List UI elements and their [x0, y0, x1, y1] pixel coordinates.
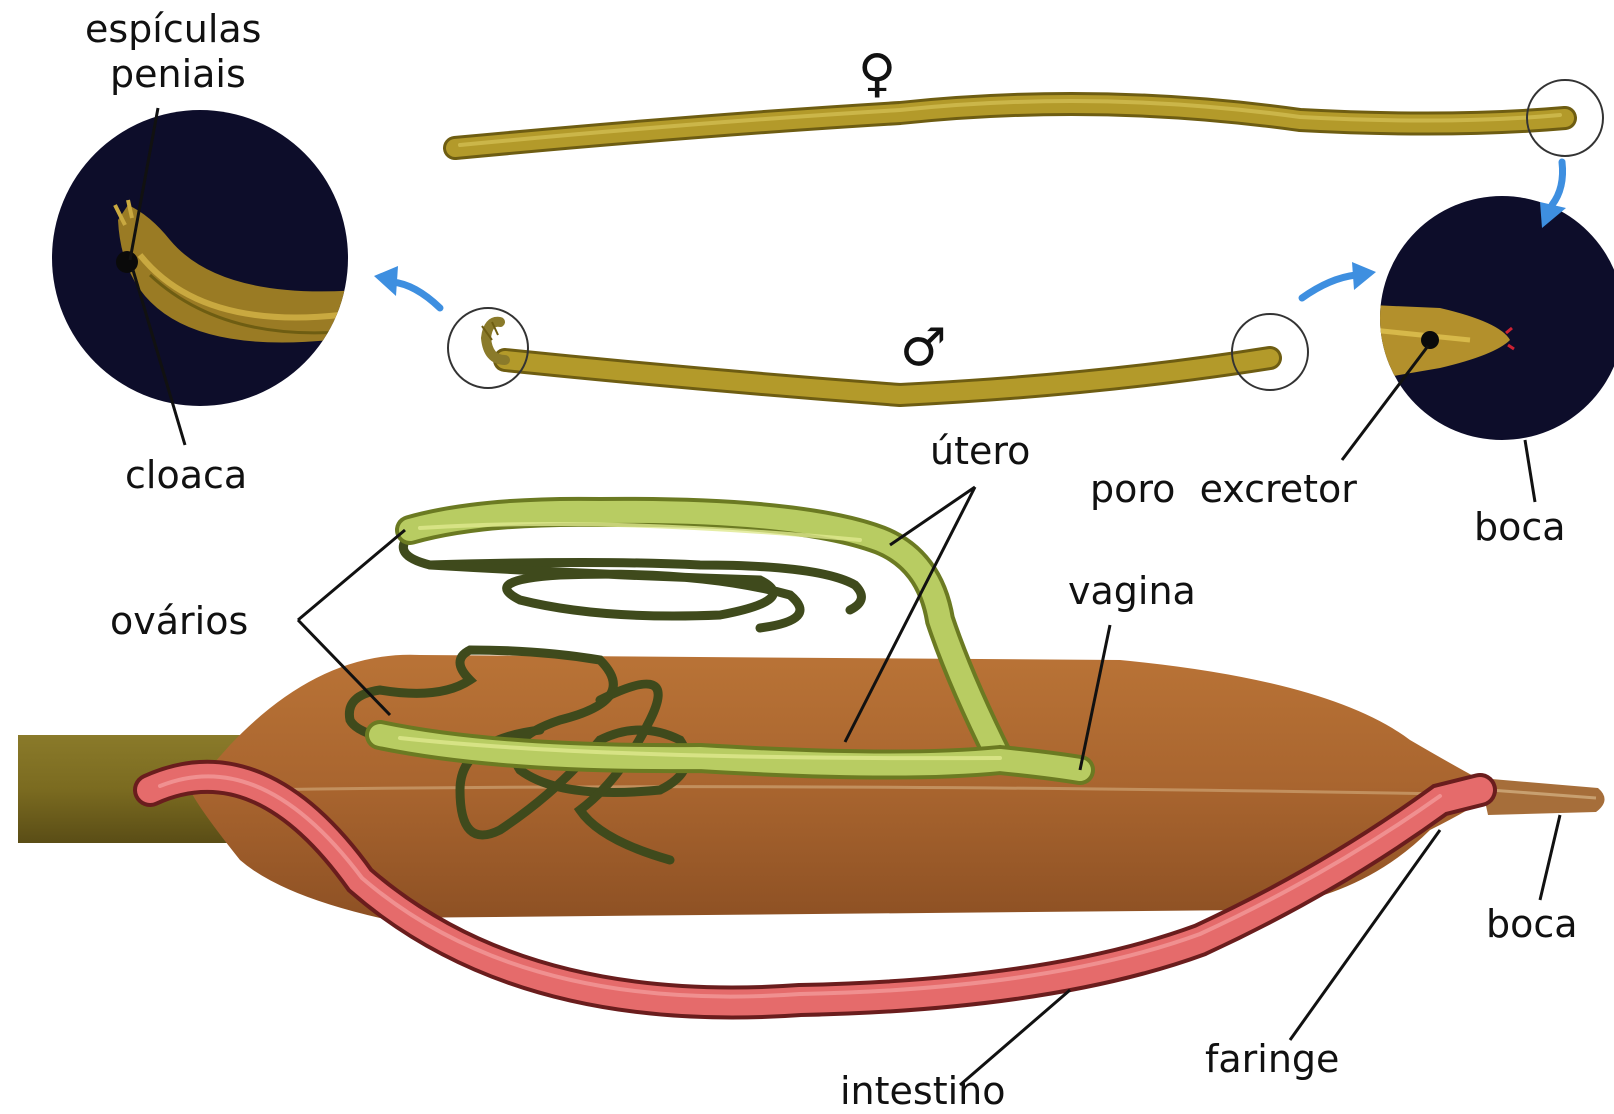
boca-bottom-leader	[1540, 815, 1560, 900]
label-utero: útero	[930, 432, 1030, 470]
female-symbol: ♀	[858, 48, 896, 100]
label-cloaca: cloaca	[125, 456, 247, 494]
label-ovarios: ovários	[110, 602, 248, 640]
arrow-to-head-magnifier	[1302, 262, 1376, 298]
boca-top-leader	[1525, 440, 1535, 502]
utero-leader-1	[890, 487, 975, 545]
head-magnifier	[1370, 196, 1614, 440]
label-boca-bottom: boca	[1486, 905, 1578, 943]
male-worm	[482, 322, 1270, 395]
arrow-to-tail-magnifier	[374, 266, 440, 308]
female-worm	[455, 101, 1565, 148]
tail-magnifier	[52, 110, 360, 406]
label-intestino: intestino	[840, 1072, 1006, 1110]
label-poro-excretor: poro excretor	[1090, 470, 1357, 508]
label-faringe: faringe	[1205, 1040, 1339, 1078]
label-peniais: peniais	[110, 55, 246, 93]
label-boca-top: boca	[1474, 508, 1566, 546]
male-symbol: ♂	[900, 322, 947, 374]
label-espiculas: espículas	[85, 10, 261, 48]
ovarios-leader-1	[298, 530, 405, 620]
label-vagina: vagina	[1068, 572, 1196, 610]
